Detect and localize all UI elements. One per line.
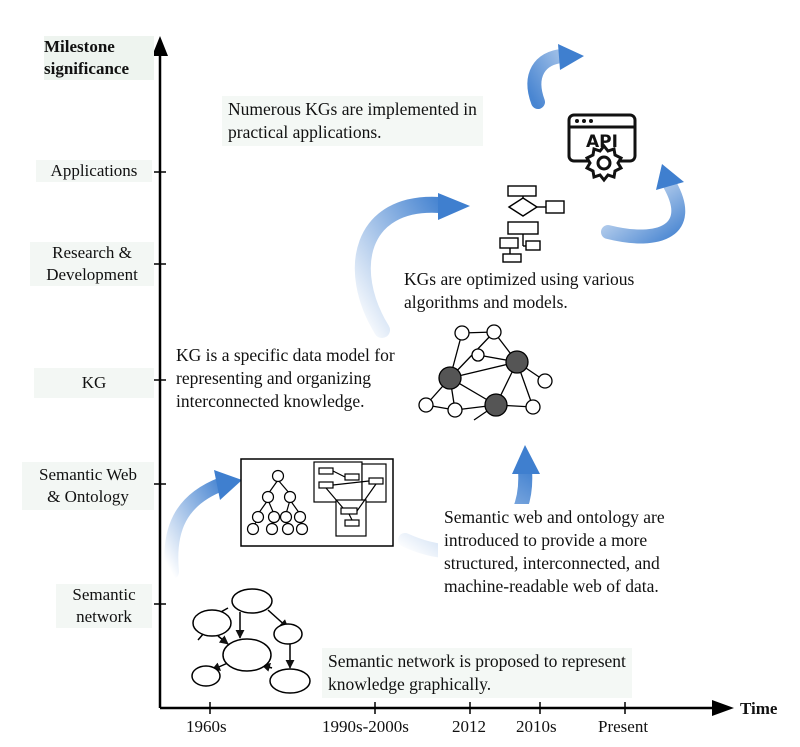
milestone-semantic-network: Semantic network — [56, 584, 152, 628]
note-line: Numerous KGs are implemented in — [228, 99, 477, 119]
y-axis-title-line2: significance — [44, 59, 129, 78]
note-line: representing and organizing — [176, 368, 372, 388]
note-line: Semantic web and ontology are — [444, 507, 665, 527]
note-line: KG is a specific data model for — [176, 345, 395, 365]
note-kg: KG is a specific data model for represen… — [170, 342, 401, 415]
note-line: knowledge graphically. — [328, 674, 492, 694]
note-line: practical applications. — [228, 122, 382, 142]
milestone-applications: Applications — [36, 160, 152, 182]
x-axis — [160, 700, 734, 716]
milestone-label: Semantic — [72, 585, 136, 604]
note-semantic-network: Semantic network is proposed to represen… — [322, 648, 632, 698]
note-line: machine-readable web of data. — [444, 576, 659, 596]
y-axis — [152, 36, 168, 708]
arrow-applications-up — [527, 44, 584, 109]
api-icon-text: API — [586, 132, 618, 152]
flowchart-icon — [499, 185, 565, 263]
milestone-label: Applications — [50, 161, 138, 180]
note-semantic-web: Semantic web and ontology are introduced… — [438, 504, 671, 600]
note-line: introduced to provide a more — [444, 530, 648, 550]
semantic-network-icon — [191, 588, 311, 694]
time-tick-2012: 2012 — [452, 717, 486, 736]
note-line: KGs are optimized using various — [404, 269, 635, 289]
note-line: interconnected knowledge. — [176, 391, 365, 411]
note-line: structured, interconnected, and — [444, 553, 660, 573]
api-icon: API — [567, 113, 637, 183]
arrow-kg-to-research — [354, 193, 470, 338]
note-line: Semantic network is proposed to represen… — [328, 651, 626, 671]
milestone-label: & Ontology — [47, 487, 129, 506]
milestone-label: network — [76, 607, 132, 626]
arrow-network-to-web — [164, 470, 242, 579]
milestone-label: Research & — [52, 243, 132, 262]
milestone-research: Research & Development — [30, 242, 154, 286]
y-axis-title-line1: Milestone — [44, 37, 115, 56]
note-research: KGs are optimized using various algorith… — [398, 266, 641, 316]
knowledge-graph-icon — [418, 324, 553, 421]
arrow-research-to-applications — [601, 164, 686, 244]
milestone-label: Development — [46, 265, 138, 284]
y-axis-title: Milestone significance — [44, 36, 154, 80]
milestone-label: Semantic Web — [39, 465, 137, 484]
x-axis-title: Time — [740, 699, 778, 718]
note-line: algorithms and models. — [404, 292, 568, 312]
time-tick-1960s: 1960s — [186, 717, 227, 736]
milestone-kg: KG — [34, 368, 154, 398]
ontology-icon — [240, 458, 394, 547]
note-applications: Numerous KGs are implemented in practica… — [222, 96, 483, 146]
milestone-label: KG — [81, 373, 107, 392]
time-tick-present: Present — [598, 717, 649, 736]
milestone-semantic-web: Semantic Web & Ontology — [22, 462, 154, 510]
time-tick-1990s-2000s: 1990s-2000s — [322, 717, 409, 736]
time-tick-2010s: 2010s — [516, 717, 557, 736]
